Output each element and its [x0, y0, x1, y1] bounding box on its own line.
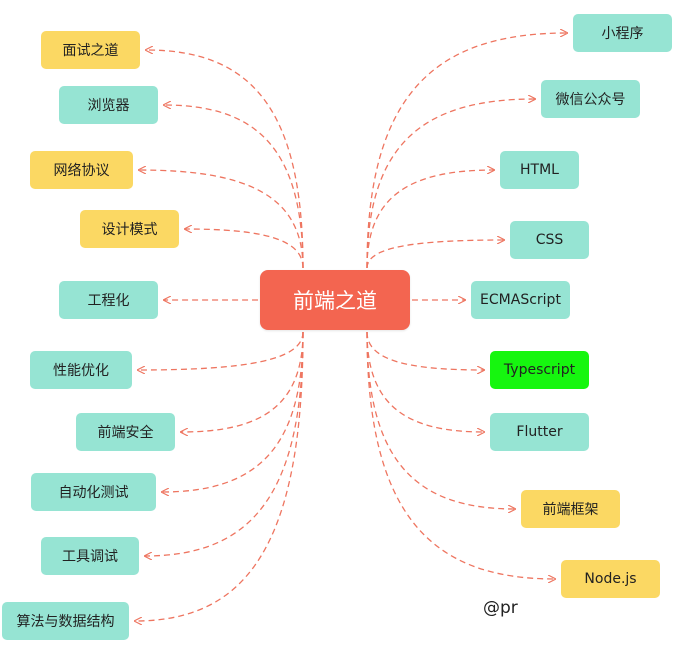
edge-left-1: [164, 105, 304, 269]
topic-left-0: 面试之道: [41, 31, 140, 69]
topic-label: Flutter: [516, 424, 563, 440]
topic-label: Node.js: [584, 571, 637, 587]
central-topic-label: 前端之道: [293, 289, 377, 313]
topic-left-6: 前端安全: [76, 413, 175, 451]
edge-left-0: [146, 50, 304, 269]
topic-right-0: 小程序: [573, 14, 672, 52]
topic-label: 浏览器: [87, 98, 130, 114]
edge-right-8: [366, 331, 555, 579]
edge-right-5: [366, 331, 484, 370]
topic-left-1: 浏览器: [59, 86, 158, 124]
edge-right-7: [366, 331, 515, 509]
topic-left-9: 算法与数据结构: [2, 602, 129, 640]
topic-label: 工程化: [87, 293, 130, 309]
topic-right-6: Flutter: [490, 413, 589, 451]
topic-left-2: 网络协议: [30, 151, 133, 189]
topic-right-3: CSS: [510, 221, 589, 259]
topic-right-1: 微信公众号: [541, 80, 640, 118]
topic-left-7: 自动化测试: [31, 473, 156, 511]
edge-left-2: [139, 170, 304, 269]
edge-left-9: [135, 331, 304, 621]
edge-right-2: [366, 170, 494, 269]
edge-left-6: [181, 331, 304, 432]
topic-label: 网络协议: [53, 163, 110, 179]
topic-left-5: 性能优化: [30, 351, 132, 389]
topic-label: 面试之道: [62, 43, 119, 59]
topic-label: 算法与数据结构: [16, 614, 115, 630]
topic-label: CSS: [535, 232, 564, 248]
topic-right-2: HTML: [500, 151, 579, 189]
edge-right-3: [366, 240, 504, 269]
topic-left-8: 工具调试: [41, 537, 139, 575]
topic-label: 自动化测试: [58, 485, 129, 501]
topic-right-8: Node.js: [561, 560, 660, 598]
signature: @pr: [483, 598, 518, 618]
topic-label: 设计模式: [101, 222, 158, 238]
topic-label: HTML: [520, 162, 559, 178]
topic-label: 工具调试: [62, 549, 118, 565]
edge-left-3: [185, 229, 304, 269]
edge-right-0: [366, 33, 567, 269]
topic-label: 性能优化: [53, 363, 109, 379]
topic-label: 小程序: [601, 26, 644, 42]
edge-right-1: [366, 99, 535, 269]
topic-label: ECMAScript: [480, 292, 561, 308]
edge-right-6: [366, 331, 484, 432]
central-topic: 前端之道: [260, 270, 410, 330]
edge-left-7: [162, 331, 304, 492]
topic-label: Typescript: [503, 362, 576, 378]
topic-right-7: 前端框架: [521, 490, 620, 528]
topic-left-3: 设计模式: [80, 210, 179, 248]
topic-left-4: 工程化: [59, 281, 158, 319]
topic-label: 前端安全: [97, 425, 154, 441]
topic-right-5: Typescript: [490, 351, 589, 389]
topic-label: 微信公众号: [555, 92, 626, 108]
edge-left-8: [145, 331, 304, 556]
topic-label: 前端框架: [542, 502, 599, 518]
topic-right-4: ECMAScript: [471, 281, 570, 319]
edge-left-5: [138, 331, 304, 370]
